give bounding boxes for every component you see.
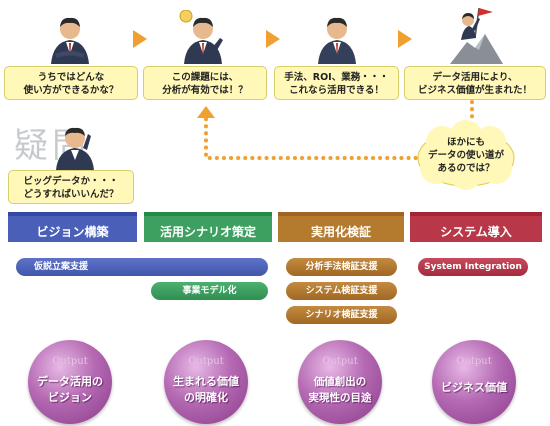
thought-cloud [417, 120, 515, 190]
output-business-value: Output ビジネス価値 [432, 340, 516, 424]
output-label: データ活用の ビジョン [37, 375, 103, 404]
businessman-thinking-figure [51, 17, 89, 64]
speech-bubble-3: 手法、ROI、業務・・・ これなら活用できる！ [274, 66, 399, 100]
speech-bubble-2: この課題には、 分析が有効では！？ [143, 66, 267, 100]
activity-system-verify: システム検証支援 [286, 282, 397, 300]
output-tag: Output [188, 356, 224, 367]
businessman-summit-flag-figure [450, 7, 503, 64]
activity-scenario-verify: シナリオ検証支援 [286, 306, 397, 324]
businessman-worried-figure [56, 127, 94, 170]
flow-arrow [266, 30, 280, 48]
phase-verification: 実用化検証 [278, 212, 404, 242]
businessman-confident-figure [318, 17, 356, 64]
output-vision: Output データ活用の ビジョン [28, 340, 112, 424]
output-label: 生まれる価値 の明確化 [173, 375, 239, 404]
speech-bubble-4: データ活用により、 ビジネス価値が生まれた！ [404, 66, 546, 100]
output-tag: Output [456, 356, 492, 367]
feedback-loop-dotted-line [197, 100, 474, 160]
flow-arrow [133, 30, 147, 48]
output-feasibility: Output 価値創出の 実現性の目途 [298, 340, 382, 424]
output-label: ビジネス価値 [441, 381, 507, 394]
flow-arrow [398, 30, 412, 48]
output-label: 価値創出の 実現性の目途 [308, 376, 372, 404]
activity-analysis-method: 分析手法検証支援 [286, 258, 397, 276]
businessman-idea-figure [179, 10, 223, 64]
activity-business-model: 事業モデル化 [151, 282, 268, 300]
question-speech-bubble: ビッグデータか・・・ どうすればいいんだ？ [8, 170, 134, 204]
output-tag: Output [52, 356, 88, 367]
activity-system-integration: System Integration [418, 258, 528, 276]
output-tag: Output [322, 356, 358, 367]
phase-vision: ビジョン構築 [8, 212, 137, 242]
thought-cloud-text: ほかにも データの使い道が あるのでは？ [427, 137, 504, 174]
phase-system: システム導入 [410, 212, 542, 242]
activity-hypothesis: 仮説立案支援 [16, 258, 268, 276]
speech-bubble-1: うちではどんな 使い方ができるかな？ [4, 66, 138, 100]
output-value-clarification: Output 生まれる価値 の明確化 [164, 340, 248, 424]
phase-scenario: 活用シナリオ策定 [144, 212, 272, 242]
